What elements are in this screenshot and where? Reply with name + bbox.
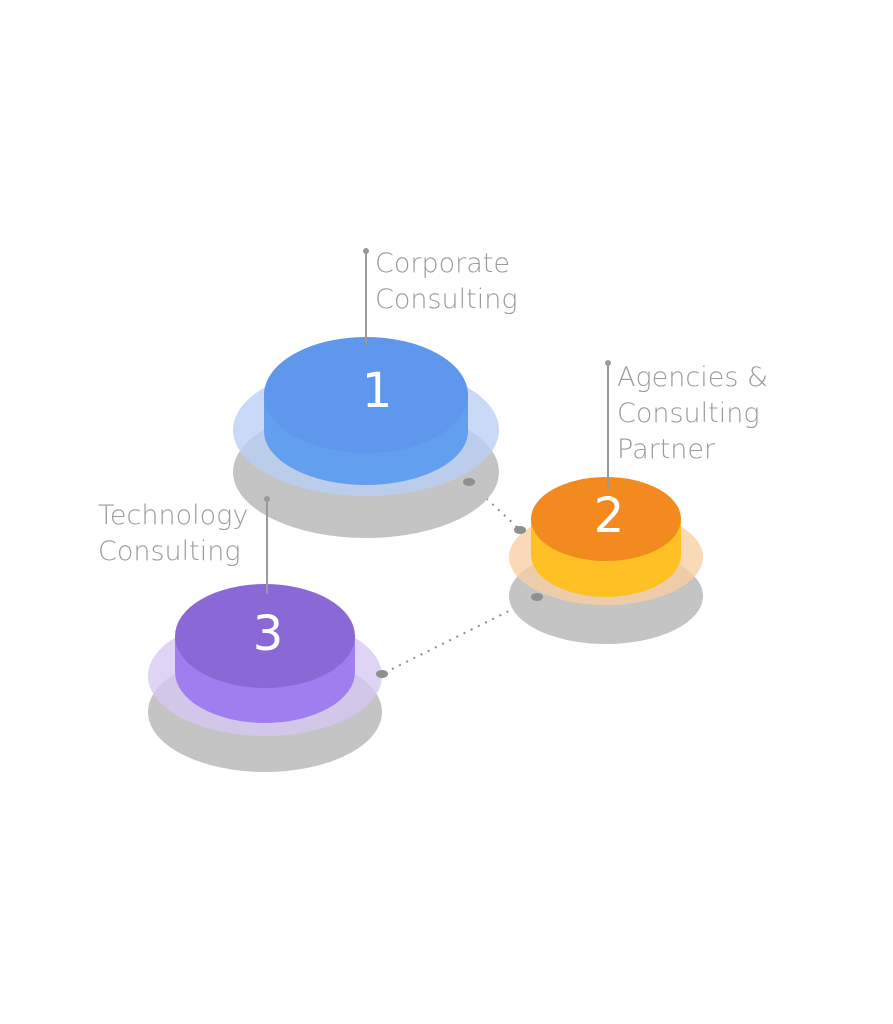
step-1-label-line-2: Consulting (375, 284, 518, 315)
step-3-label: Technology Consulting (98, 498, 248, 570)
connector-dot-2a (514, 526, 526, 534)
step-1-label: Corporate Consulting (375, 246, 518, 318)
step-3-number: 3 (253, 606, 284, 662)
connector-dot-1 (463, 478, 475, 486)
step-2-pointer-dot (605, 360, 611, 366)
step-2: 2 (509, 360, 703, 644)
step-3-label-line-1: Technology (98, 500, 249, 531)
step-2-top (531, 477, 681, 561)
step-3-pointer-dot (264, 496, 270, 502)
step-2-label-line-3: Partner (617, 434, 716, 465)
connector-dot-3 (376, 670, 388, 678)
step-3: 3 (148, 496, 382, 772)
step-1-pointer-dot (363, 248, 369, 254)
connector-2-3 (381, 596, 538, 675)
step-2-label: Agencies & Consulting Partner (617, 360, 768, 468)
step-3-label-line-2: Consulting (98, 536, 241, 567)
step-3-top (175, 584, 355, 688)
connector-dot-2b (531, 593, 543, 601)
step-2-number: 2 (594, 488, 625, 544)
step-2-label-line-2: Consulting (617, 398, 760, 429)
step-2-label-line-1: Agencies & (617, 362, 769, 393)
step-1-label-line-1: Corporate (375, 248, 510, 279)
step-1-top (264, 337, 468, 453)
step-1-number: 1 (362, 363, 393, 419)
step-1: 1 (233, 248, 499, 538)
